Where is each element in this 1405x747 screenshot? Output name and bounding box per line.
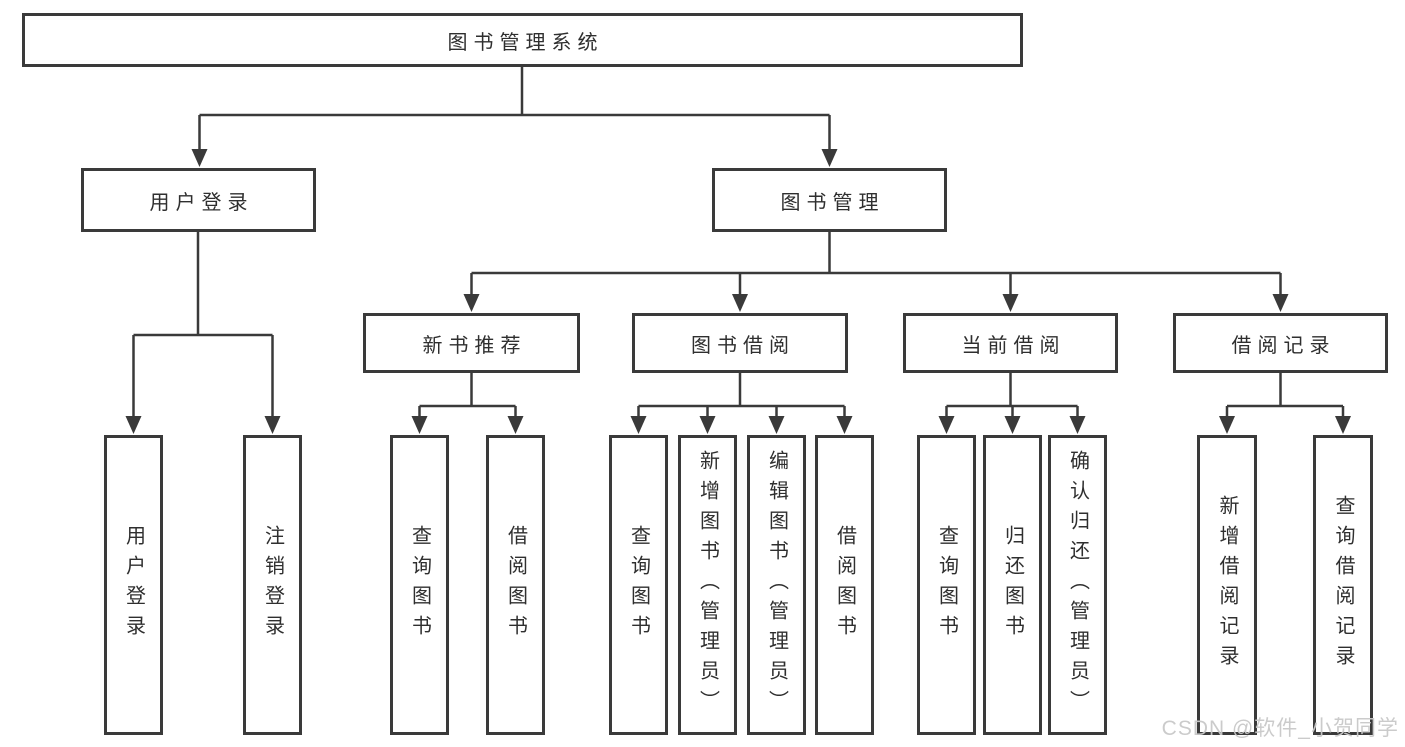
node-current-borrow: 当前借阅: [903, 313, 1118, 373]
node-book-borrow-label: 图书借阅: [691, 334, 795, 357]
csdn-watermark: CSDN @软件_小贺同学: [1161, 717, 1399, 740]
connector-book-borrow: [637, 373, 846, 423]
connector-root: [198, 67, 831, 156]
node-new-books-label: 新书推荐: [422, 334, 527, 357]
leaf-query-borrow-record: 查询借阅记录: [1313, 435, 1373, 735]
leaf-query-books-2-label: 查询图书: [627, 525, 650, 645]
node-book-borrow: 图书借阅: [632, 313, 848, 373]
leaf-user-login: 用户登录: [104, 435, 163, 735]
connector-book-mgmt: [470, 232, 1282, 301]
node-user-login-label: 用户登录: [149, 191, 254, 214]
leaf-add-book-admin: 新增图书（管理员）: [678, 435, 737, 735]
node-user-login: 用户登录: [81, 168, 316, 232]
node-borrow-records: 借阅记录: [1173, 313, 1388, 373]
leaf-user-login-label: 用户登录: [122, 525, 145, 645]
leaf-return-books: 归还图书: [983, 435, 1042, 735]
node-new-books: 新书推荐: [363, 313, 580, 373]
connector-current-borrow: [945, 373, 1079, 423]
leaf-logout-label: 注销登录: [261, 525, 284, 645]
leaf-edit-book-admin-label: 编辑图书（管理员）: [765, 450, 788, 720]
leaf-borrow-books-1-label: 借阅图书: [504, 525, 527, 645]
node-current-borrow-label: 当前借阅: [961, 334, 1066, 357]
node-root: 图书管理系统: [22, 13, 1023, 67]
leaf-add-borrow-record-label: 新增借阅记录: [1216, 495, 1238, 675]
leaf-query-books-3: 查询图书: [917, 435, 976, 735]
leaf-add-borrow-record: 新增借阅记录: [1197, 435, 1257, 735]
leaf-borrow-books-2-label: 借阅图书: [833, 525, 856, 645]
leaf-edit-book-admin: 编辑图书（管理员）: [747, 435, 806, 735]
connector-new-books: [418, 373, 517, 423]
node-book-mgmt: 图书管理: [712, 168, 947, 232]
leaf-add-book-admin-label: 新增图书（管理员）: [696, 450, 719, 720]
leaf-return-books-label: 归还图书: [1001, 525, 1024, 645]
leaf-query-books-1-label: 查询图书: [408, 525, 431, 645]
leaf-query-books-1: 查询图书: [390, 435, 449, 735]
leaf-query-borrow-record-label: 查询借阅记录: [1332, 495, 1354, 675]
leaf-logout: 注销登录: [243, 435, 302, 735]
arrowheads: [125, 149, 1351, 434]
leaf-confirm-return-admin-label: 确认归还（管理员）: [1066, 450, 1089, 720]
leaf-query-books-2: 查询图书: [609, 435, 668, 735]
node-book-mgmt-label: 图书管理: [780, 191, 885, 214]
leaf-query-books-3-label: 查询图书: [935, 525, 958, 645]
node-borrow-records-label: 借阅记录: [1231, 334, 1336, 357]
leaf-borrow-books-1: 借阅图书: [486, 435, 545, 735]
leaf-confirm-return-admin: 确认归还（管理员）: [1048, 435, 1107, 735]
connector-user-login: [132, 232, 274, 423]
connector-borrow-records: [1225, 373, 1345, 423]
node-root-label: 图书管理系统: [447, 31, 604, 54]
leaf-borrow-books-2: 借阅图书: [815, 435, 874, 735]
